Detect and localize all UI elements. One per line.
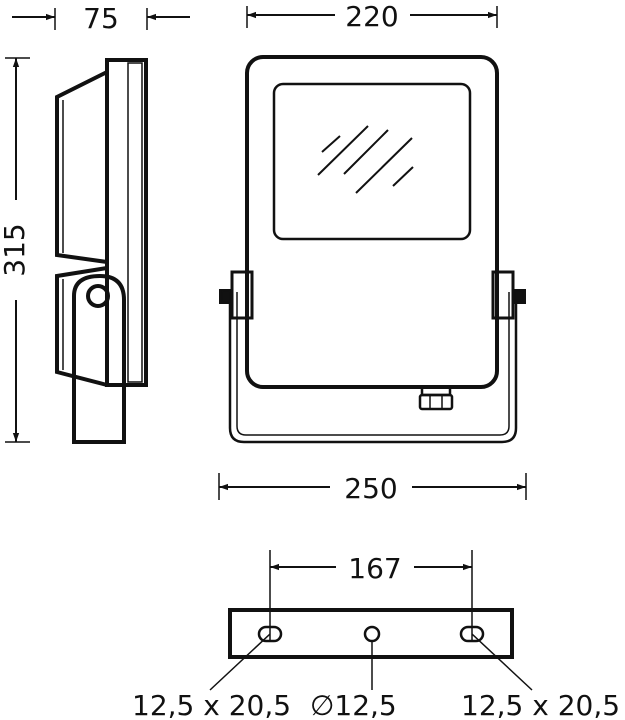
- cable-gland: [418, 385, 454, 411]
- bracket-bottom-view: 167 12,5 x 20,5 ∅12,5 12,5 x 20,5: [132, 550, 620, 720]
- side-view: 75 315: [0, 2, 190, 444]
- housing: [245, 55, 499, 411]
- center-hole-label: ∅12,5: [310, 689, 397, 720]
- slot-right-label: 12,5 x 20,5: [461, 689, 620, 720]
- height-label: 315: [0, 223, 31, 276]
- bracket-plate: [228, 608, 514, 659]
- front-view: 220: [218, 0, 527, 505]
- slot-left-label: 12,5 x 20,5: [132, 689, 291, 720]
- slot-hole-left: [257, 625, 283, 643]
- slot-hole-right: [459, 625, 485, 643]
- depth-label: 75: [83, 2, 119, 35]
- bracket-width-label: 250: [344, 472, 397, 505]
- center-hole: [363, 625, 381, 643]
- hole-spacing-label: 167: [348, 552, 401, 585]
- height-dimension: 315: [0, 57, 31, 443]
- housing-width-dimension: 220: [246, 0, 498, 33]
- mounting-bracket: [219, 270, 526, 444]
- bracket-width-dimension: 250: [218, 472, 527, 505]
- glass-reflection-hatch: [317, 125, 414, 194]
- hole-spacing-dimension: 167: [269, 550, 473, 640]
- depth-dimension: 75: [12, 2, 190, 35]
- side-profile: [55, 58, 148, 444]
- housing-width-label: 220: [345, 0, 398, 33]
